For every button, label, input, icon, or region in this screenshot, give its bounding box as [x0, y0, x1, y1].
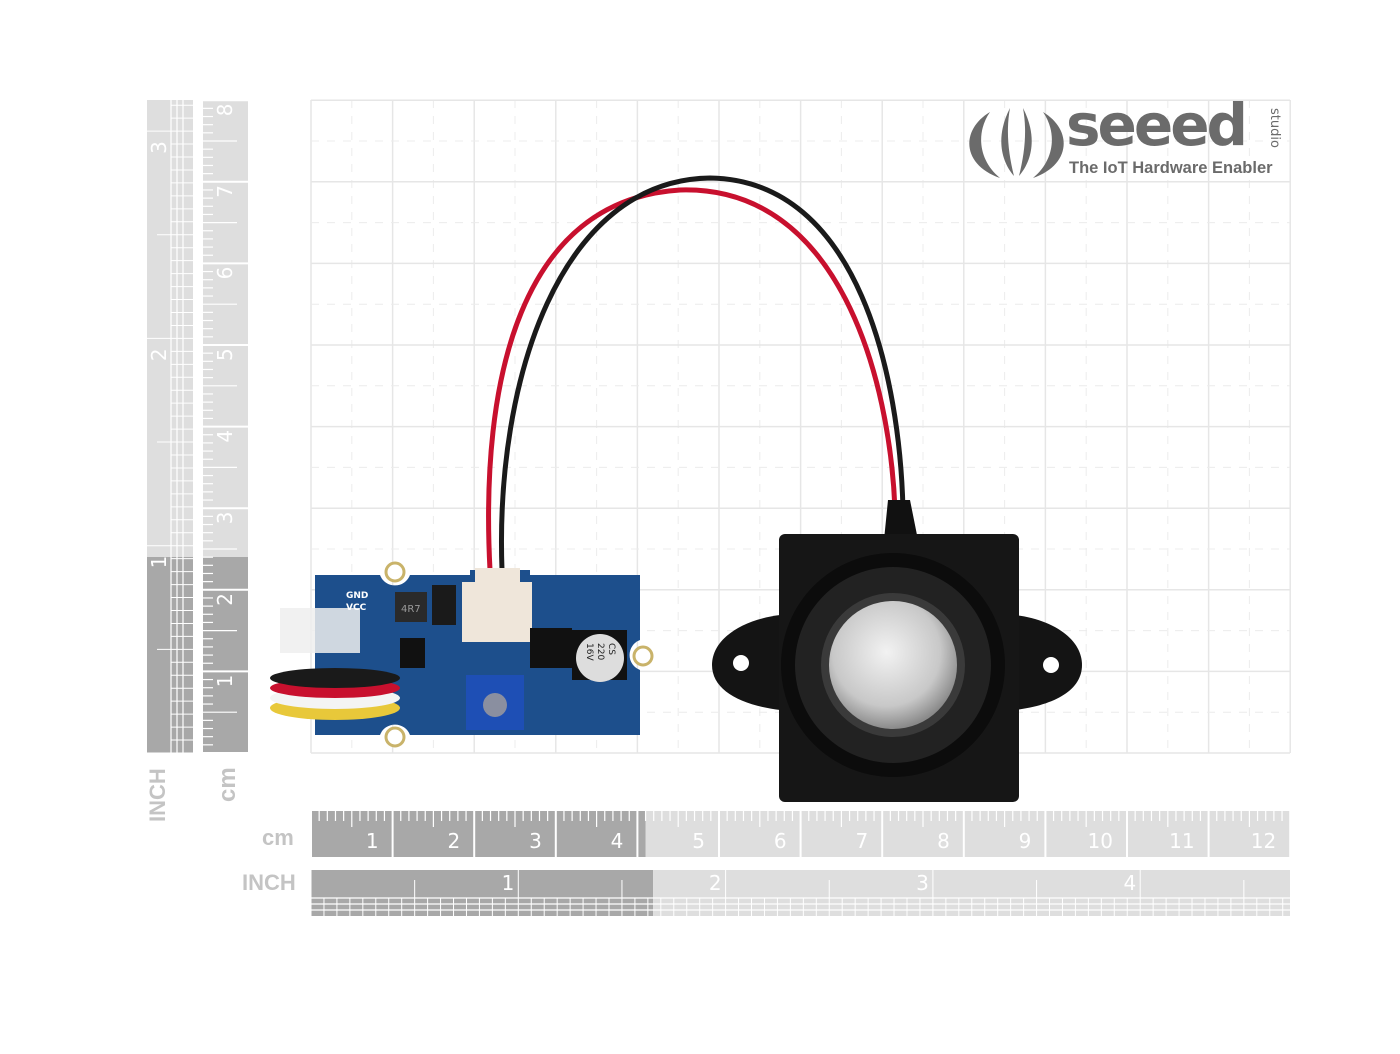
ruler-label: 7	[855, 829, 868, 853]
logo-sub: studio	[1267, 108, 1282, 148]
speaker-wires	[486, 175, 906, 571]
ruler-label: 10	[1088, 829, 1113, 853]
ruler-label: 2	[447, 829, 460, 853]
ruler-light-section	[147, 100, 193, 557]
cm-unit-label: cm	[262, 825, 294, 850]
ruler-label: 11	[1169, 829, 1194, 853]
ruler-label: 1	[502, 871, 515, 895]
ruler-label: 3	[916, 871, 929, 895]
ruler-label: 2	[147, 348, 171, 361]
ruler-label: 5	[692, 829, 705, 853]
ruler-label: 4	[213, 430, 237, 443]
silk-vcc: VCC	[346, 603, 367, 613]
grove-speaker-board	[270, 561, 654, 748]
ruler-label: 8	[213, 103, 237, 116]
logo-tagline: The IoT Hardware Enabler	[1069, 159, 1273, 177]
vertical-inch-ruler: 1 2 3	[147, 91, 193, 754]
ruler-dark-section	[311, 811, 646, 857]
ruler-label: 6	[774, 829, 787, 853]
ruler-label: 5	[213, 348, 237, 361]
silk-gnd: GND	[346, 591, 368, 601]
vertical-inch-unit-label: INCH	[145, 768, 170, 822]
ruler-light-section	[645, 811, 1290, 857]
ruler-dark-section	[311, 870, 654, 916]
capacitor-label-1: CS	[606, 643, 616, 655]
ruler-label: 1	[366, 829, 379, 853]
seeed-logo-icon	[969, 108, 1064, 178]
ruler-label: 3	[529, 829, 542, 853]
ruler-label: 1	[213, 675, 237, 688]
ruler-label: 4	[1123, 871, 1136, 895]
ruler-label: 4	[611, 829, 624, 853]
ruler-label: 3	[213, 511, 237, 524]
speaker	[712, 500, 1082, 802]
ruler-label: 7	[213, 185, 237, 198]
ruler-dark-section	[147, 557, 193, 753]
vertical-cm-unit-label: cm	[214, 767, 241, 802]
inductor-label: 4R7	[401, 604, 421, 615]
logo-brand: seeed	[1066, 91, 1248, 159]
ruler-label: 2	[213, 593, 237, 606]
ruler-label: 12	[1251, 829, 1276, 853]
inch-unit-label: INCH	[242, 870, 296, 895]
ruler-label: 9	[1019, 829, 1032, 853]
capacitor-label-3: 16V	[584, 643, 594, 661]
ruler-label: 1	[147, 556, 171, 569]
ruler-label: 6	[213, 267, 237, 280]
horizontal-inch-ruler: 1 2 3 4	[310, 870, 1297, 916]
ruler-label: 2	[709, 871, 722, 895]
ruler-label: 3	[147, 141, 171, 154]
capacitor-label-2: 220	[595, 643, 605, 660]
ruler-label: 8	[937, 829, 950, 853]
vertical-cm-ruler: 1 2 3 4 5 6 7 8	[203, 99, 248, 754]
